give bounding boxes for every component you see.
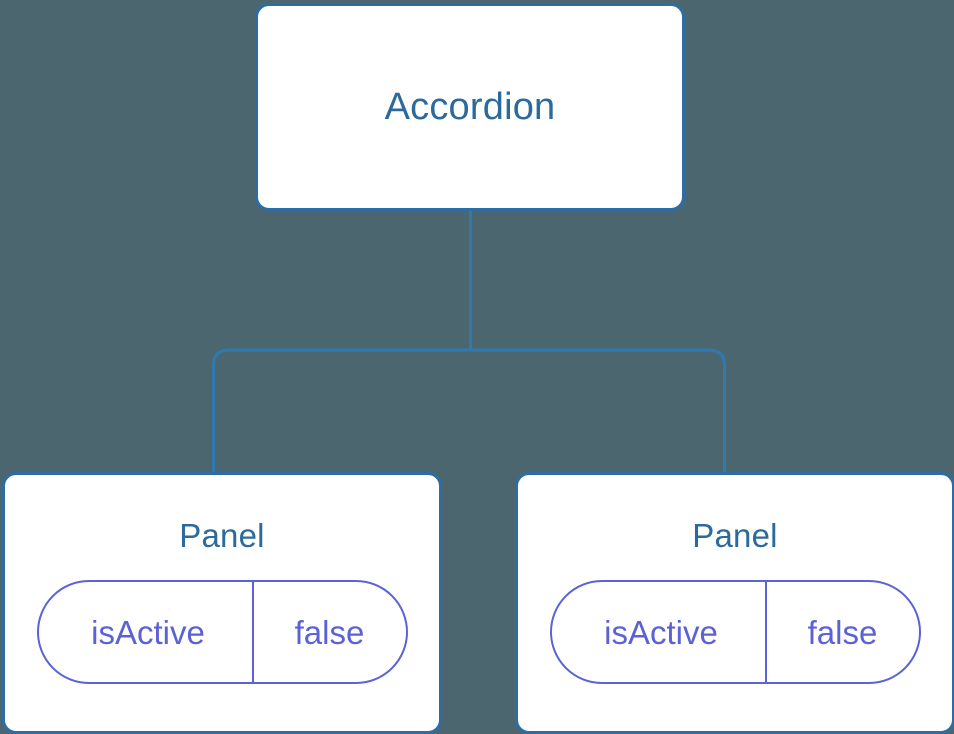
node-panel-right-title: Panel [692,517,778,554]
node-panel-left-title: Panel [179,517,265,554]
connector-branch-right [470,348,726,474]
prop-value-label: false [294,613,365,651]
connector-branch-left [212,348,471,474]
prop-pill-is-active-left[interactable]: isActive false [36,580,408,684]
node-panel-right[interactable]: Panel isActive false [515,472,954,734]
node-accordion[interactable]: Accordion [255,3,685,211]
prop-key-label: isActive [552,582,767,682]
prop-pill-is-active-right[interactable]: isActive false [549,580,921,684]
prop-key-label: isActive [39,582,254,682]
node-accordion-title: Accordion [384,86,556,128]
node-panel-left[interactable]: Panel isActive false [2,472,442,734]
prop-value-label: false [807,613,878,651]
